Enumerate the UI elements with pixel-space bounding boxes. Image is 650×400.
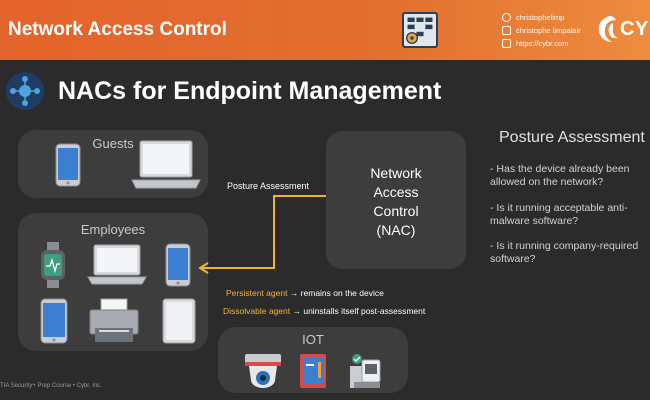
smartphone-icon: [165, 243, 191, 287]
nac-label-line1: Network: [370, 165, 422, 181]
linkedin-link[interactable]: christophe limpalair: [502, 24, 581, 37]
iot-label: IOT: [302, 332, 324, 347]
posture-question-1: - Has the device already been allowed on…: [490, 163, 630, 188]
smartphone-icon: [40, 298, 68, 344]
nac-box: Network Access Control (NAC): [326, 131, 466, 269]
twitter-handle: christophelimp: [516, 13, 565, 22]
laptop-icon: [131, 140, 201, 189]
twitter-icon: [502, 13, 511, 22]
smart-terminal-icon: [350, 354, 381, 388]
agent-persistent-name: Persistent agent: [226, 288, 288, 298]
brand-name: CYBR: [620, 18, 650, 40]
nac-label-line4: (NAC): [376, 222, 416, 238]
agent-dissolvable-desc: → uninstalls itself post-assessment: [292, 306, 426, 316]
smart-appliance-icon: [300, 354, 326, 388]
agent-persistent: Persistent agent → remains on the device: [226, 288, 384, 298]
posture-question-2: - Is it running acceptable anti-malware …: [490, 202, 628, 227]
network-diagram-icon: [402, 12, 438, 48]
guests-label: Guests: [92, 136, 134, 151]
network-hub-icon: [6, 72, 44, 110]
smartwatch-icon: [41, 242, 65, 288]
external-link-icon: [502, 39, 511, 48]
header-bar: Network Access Control christophelimp ch…: [0, 0, 650, 60]
footer-text: TIA Security+ Prep Course • Cybr, Inc.: [0, 383, 102, 389]
arrow-label: Posture Assessment: [227, 181, 310, 191]
website-link[interactable]: https://cybr.com: [502, 37, 581, 50]
nac-label-line2: Access: [373, 184, 419, 200]
laptop-icon: [87, 244, 147, 285]
linkedin-icon: [502, 26, 511, 35]
linkedin-handle: christophe limpalair: [516, 26, 581, 35]
printer-icon: [89, 298, 139, 342]
agent-dissolvable-name: Dissolvable agent: [223, 306, 291, 316]
employees-label: Employees: [80, 222, 146, 237]
website-url: https://cybr.com: [516, 39, 569, 48]
social-links: christophelimp christophe limpalair http…: [502, 11, 581, 50]
agent-persistent-desc: → remains on the device: [289, 288, 384, 298]
header-title: Network Access Control: [8, 19, 227, 40]
agent-dissolvable: Dissolvable agent → uninstalls itself po…: [223, 306, 425, 316]
page-title: NACs for Endpoint Management: [58, 77, 442, 105]
nac-label: Network Access Control (NAC): [326, 164, 466, 240]
smartphone-icon: [55, 143, 81, 187]
posture-assessment-heading: Posture Assessment: [499, 129, 645, 146]
twitter-link[interactable]: christophelimp: [502, 11, 581, 24]
posture-question-3: - Is it running company-required softwar…: [490, 240, 639, 265]
security-camera-icon: [245, 354, 281, 388]
tablet-icon: [162, 298, 196, 344]
nac-label-line3: Control: [373, 203, 419, 219]
cybr-logo-icon: [598, 16, 618, 42]
posture-assessment-arrow: [198, 195, 326, 274]
